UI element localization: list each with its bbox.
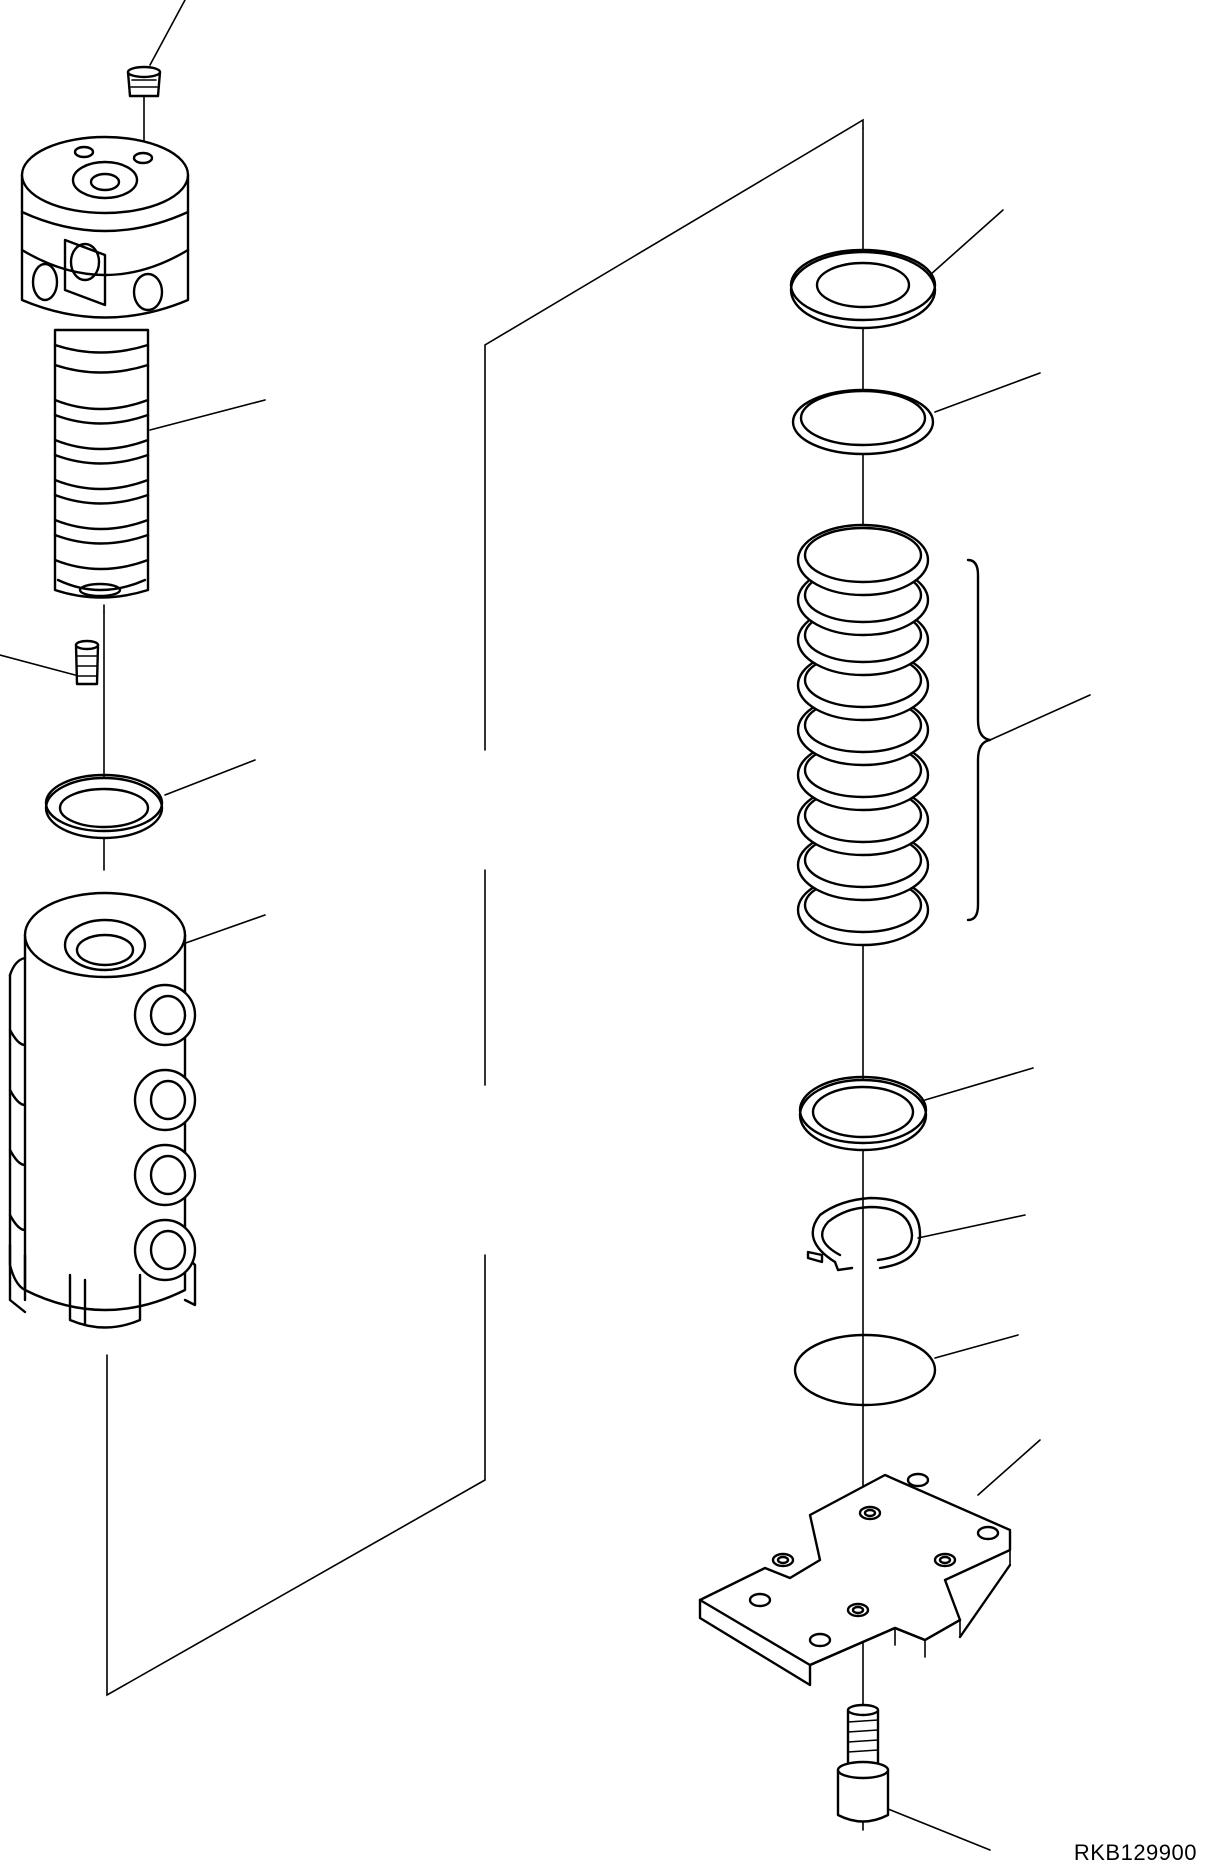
plug-top <box>126 0 186 141</box>
washer-left <box>44 759 256 840</box>
shim-stack <box>796 523 1091 947</box>
o-ring <box>793 1333 1019 1407</box>
spacer-ring <box>798 1067 1034 1152</box>
socket-head-bolt <box>836 1703 991 1851</box>
snap-ring <box>806 1196 1026 1272</box>
valve-housing <box>8 891 266 1329</box>
plug-middle <box>0 611 105 871</box>
spool-assembly <box>20 135 266 613</box>
port-boss-4 <box>133 1218 197 1282</box>
flat-washer-top <box>789 209 1004 330</box>
port-boss-1 <box>133 983 197 1047</box>
assembly-frame-lines <box>106 118 864 1697</box>
drawing-code: RKB129900 <box>1073 1840 1197 1865</box>
port-boss-3 <box>133 1143 197 1207</box>
port-boss-2 <box>133 1068 197 1132</box>
cover-plate <box>698 1439 1041 1687</box>
backup-ring <box>791 372 1041 456</box>
